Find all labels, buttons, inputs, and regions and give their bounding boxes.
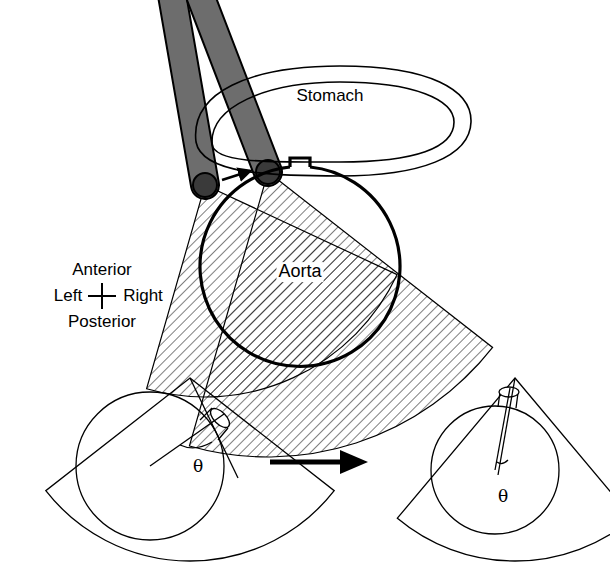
direction-label: Posterior	[66, 313, 138, 332]
sector-outline	[46, 378, 334, 561]
transition-arrow	[270, 450, 368, 474]
aorta: Aorta	[195, 158, 405, 370]
direction-label: Right	[121, 287, 165, 306]
angle-symbol: θ	[496, 487, 510, 506]
angle-arc	[497, 460, 508, 464]
aorta-outline	[200, 158, 400, 366]
region-label: Aorta	[276, 262, 323, 282]
angle-symbol: θ	[191, 457, 205, 476]
angle-schematic	[46, 378, 610, 561]
orientation-cross	[88, 283, 116, 309]
hatched-sector	[147, 185, 398, 397]
branch-vessel	[207, 405, 232, 430]
direction-label: Left	[52, 287, 84, 306]
beam-line	[190, 378, 238, 478]
region-label: Stomach	[294, 87, 365, 106]
stomach-outline	[190, 62, 475, 180]
sector-outline	[397, 378, 610, 561]
stomach: Stomach	[190, 62, 475, 180]
direction-label: Anterior	[70, 261, 134, 280]
beam-line	[498, 378, 515, 475]
stomach-outline	[196, 66, 471, 176]
angle-arc	[180, 442, 212, 448]
flow-axis	[495, 388, 510, 470]
ultrasound-sector	[147, 172, 493, 457]
flow-axis	[150, 414, 224, 466]
aorta-section	[76, 392, 224, 540]
